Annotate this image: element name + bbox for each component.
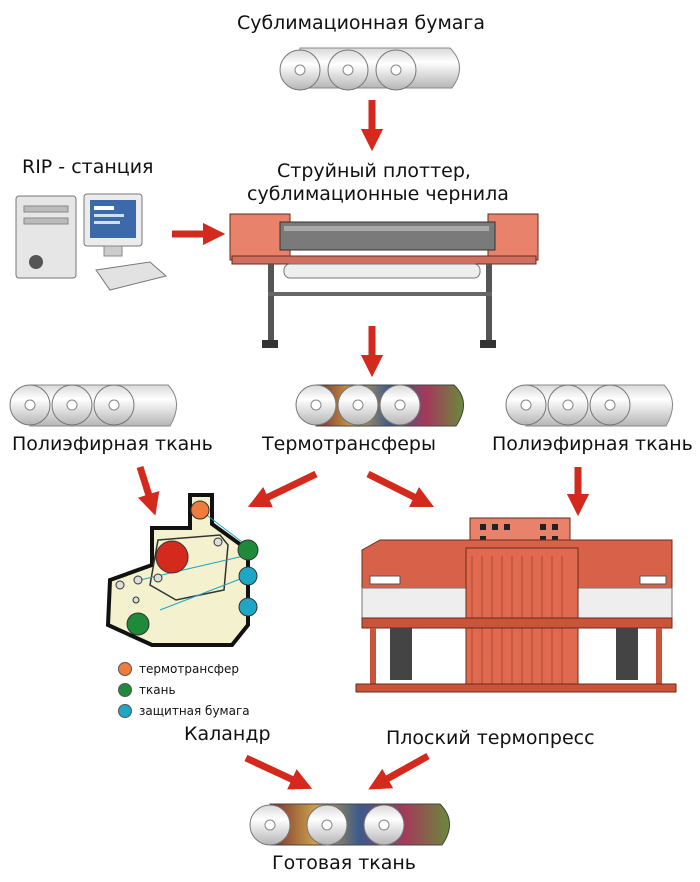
legend-text: ткань — [139, 682, 176, 697]
label-rip-station: RIP - станция — [22, 156, 154, 178]
label-calender: Каландр — [184, 723, 271, 745]
label-sublimation-paper: Сублимационная бумага — [236, 12, 486, 34]
label-plotter-line2: сублимационные чернила — [247, 183, 509, 205]
legend-text: защитная бумага — [139, 703, 250, 718]
rip-station-computer — [15, 193, 168, 291]
arrow-transfers-to-press — [366, 470, 435, 508]
inkjet-plotter — [229, 213, 539, 348]
label-polyester-right: Полиэфирная ткань — [492, 433, 693, 455]
legend-text: термотрансфер — [139, 661, 240, 676]
label-flat-press: Плоский термопресс — [386, 727, 595, 749]
arrow-calender-to-finished — [244, 754, 313, 790]
arrow-fabric-to-calender — [136, 465, 160, 516]
thermotransfer-rolls — [295, 384, 464, 427]
legend-dot-protective-paper — [118, 703, 132, 718]
polyester-rolls-right — [505, 384, 673, 427]
flat-heat-press — [355, 517, 677, 693]
legend-item: термотрансфер — [118, 658, 250, 679]
finished-fabric-rolls — [249, 803, 450, 846]
label-polyester-left: Полиэфирная ткань — [12, 433, 213, 455]
label-finished-fabric: Готовая ткань — [271, 852, 417, 874]
label-plotter-line1: Струйный плоттер, — [277, 160, 471, 182]
calender-machine — [105, 493, 259, 647]
legend-dot-fabric — [118, 682, 132, 697]
calender-legend: термотрансфер ткань защитная бумага — [118, 658, 250, 721]
legend-item: защитная бумага — [118, 700, 250, 721]
legend-dot-thermotransfer — [118, 661, 132, 676]
legend-item: ткань — [118, 679, 250, 700]
sublimation-paper-rolls — [279, 47, 460, 91]
arrow-transfers-to-calender — [247, 470, 318, 508]
arrow-press-to-finished — [368, 752, 430, 790]
label-thermotransfers: Термотрансферы — [262, 433, 436, 455]
polyester-rolls-left — [9, 384, 177, 427]
